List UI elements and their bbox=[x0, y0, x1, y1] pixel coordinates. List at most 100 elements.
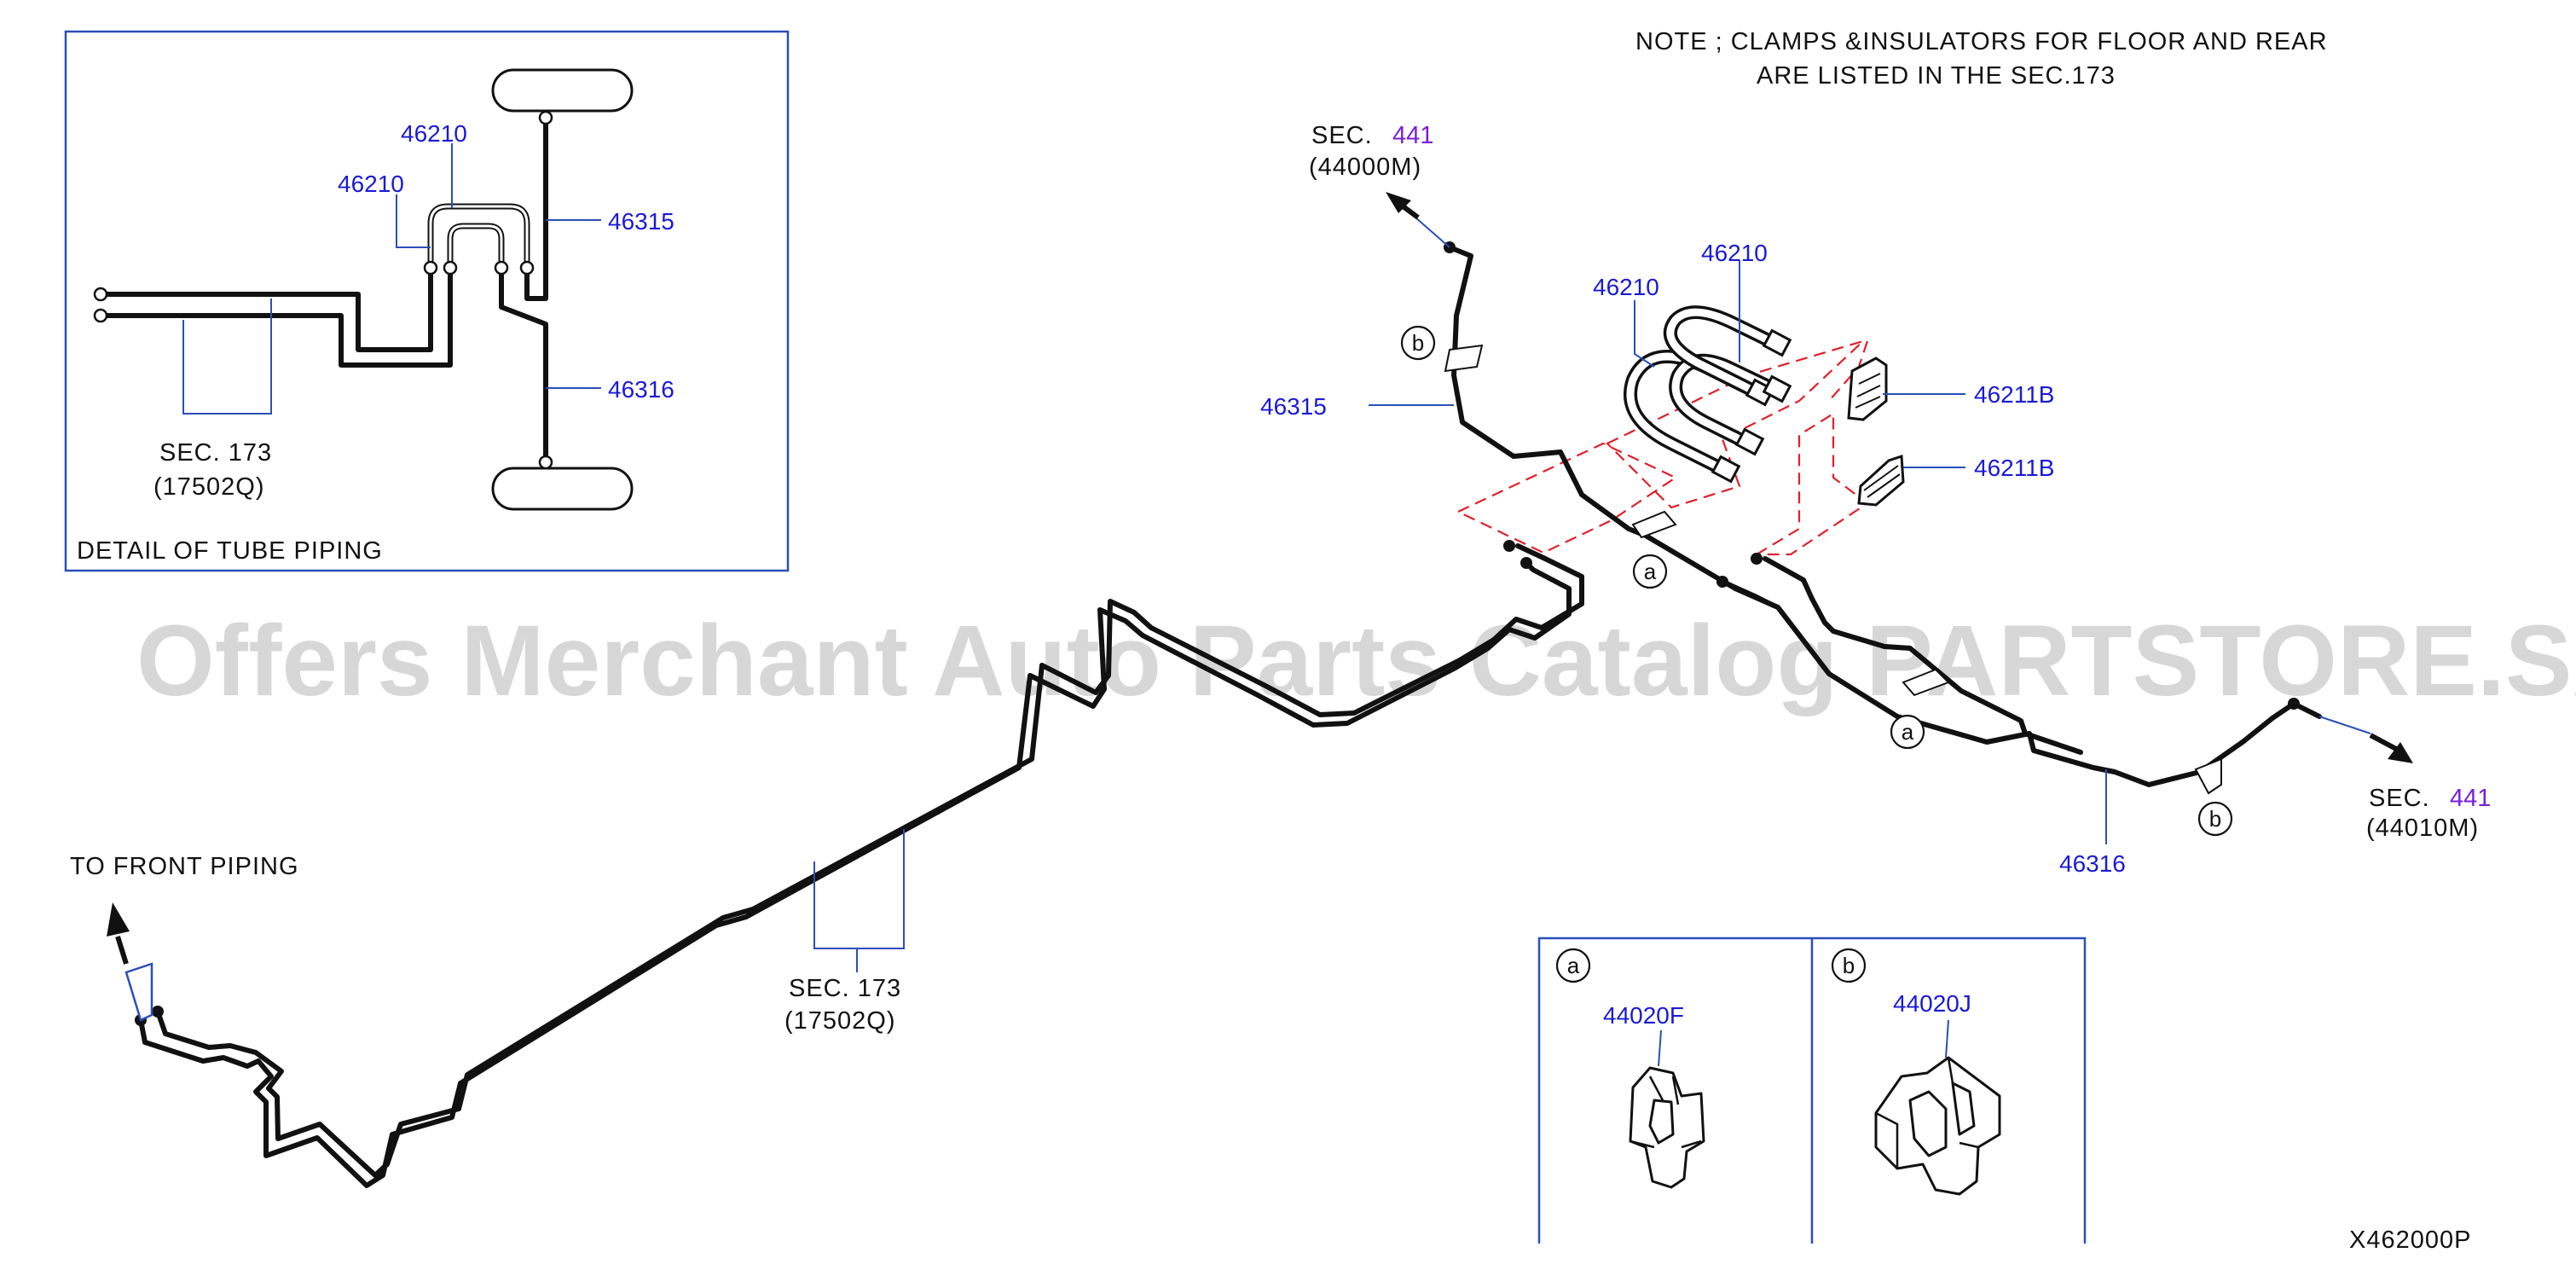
callout-b-top[interactable] bbox=[1400, 325, 1436, 361]
top-arrow-head bbox=[1386, 192, 1411, 213]
sec-441-top-code: (44000M) bbox=[1309, 154, 1421, 181]
u-tube-2-hi bbox=[1666, 308, 1775, 397]
clamp-pad-a-1 bbox=[1631, 510, 1677, 539]
callout-b-right[interactable] bbox=[2197, 801, 2233, 837]
detail-end-1 bbox=[93, 287, 108, 302]
u-tube-nut-4 bbox=[1762, 328, 1792, 357]
tank-top bbox=[491, 68, 634, 113]
red-outline-1 bbox=[1456, 442, 1678, 554]
detail-part-46210-a[interactable]: 46210 bbox=[401, 120, 467, 147]
main-pipe-stroke-2 bbox=[155, 543, 1584, 1178]
hose-right bbox=[2318, 716, 2371, 734]
bracket-46211b-bottom bbox=[1857, 454, 1905, 507]
detail-joint-3 bbox=[494, 260, 509, 275]
clip-a-circle bbox=[1555, 948, 1591, 983]
detail-sec-code: (17502Q) bbox=[153, 473, 265, 501]
detail-box: 46210 46210 46315 46316 SEC. 173 (17502Q… bbox=[64, 30, 790, 572]
detail-end-2 bbox=[93, 308, 108, 323]
watermark: Offers Merchant Auto Parts Catalog PARTS… bbox=[136, 605, 2576, 717]
clip-b-circle bbox=[1831, 948, 1867, 983]
detail-pipe-2 bbox=[98, 262, 453, 368]
clip-44020j-drawing bbox=[1874, 1056, 2001, 1196]
detail-sec-label[interactable]: SEC. 173 bbox=[159, 439, 272, 467]
bracket-46211b-top-lines bbox=[1855, 373, 1881, 409]
part-46210-left[interactable]: 46210 bbox=[1593, 274, 1659, 300]
right-arrow-head bbox=[2388, 742, 2413, 763]
clip-b-part[interactable]: 44020J bbox=[1893, 990, 1971, 1017]
detail-part-46316[interactable]: 46316 bbox=[608, 376, 674, 403]
u-tube-nut-5 bbox=[1762, 374, 1792, 403]
front-piping-label[interactable]: TO FRONT PIPING bbox=[70, 853, 299, 880]
sec-441-right-label: SEC. bbox=[2369, 785, 2430, 812]
callout-b-right-text: b bbox=[2209, 806, 2221, 832]
pipe-joint-d bbox=[2288, 698, 2300, 710]
callout-a-1[interactable] bbox=[1632, 554, 1668, 589]
clip-a-letter: a bbox=[1567, 953, 1580, 978]
mid-sec-label[interactable]: SEC. 173 bbox=[789, 975, 901, 1002]
red-outline-2 bbox=[1606, 339, 1864, 509]
main-pipe-end-2 bbox=[1503, 540, 1515, 552]
front-piping-connector: TO FRONT PIPING bbox=[70, 853, 299, 1022]
u-tube-parts bbox=[1624, 305, 1792, 484]
main-pipe-end-1 bbox=[1520, 557, 1532, 569]
detail-u-fitting-inner-hi bbox=[449, 224, 503, 264]
pipe-46316 bbox=[1763, 556, 2083, 755]
bracket-parts bbox=[1847, 357, 1905, 507]
clamp-pad-b-right bbox=[2194, 757, 2222, 795]
part-46211b-bottom[interactable]: 46211B bbox=[1974, 455, 2054, 481]
mid-sec-code: (17502Q) bbox=[784, 1007, 896, 1035]
bracket-46211b-bottom-lines bbox=[1863, 465, 1901, 498]
main-double-pipe bbox=[135, 540, 1584, 1188]
detail-tank-joint-top bbox=[538, 110, 553, 125]
clip-a-part[interactable]: 44020F bbox=[1603, 1002, 1684, 1029]
note-line-1: NOTE ; CLAMPS &INSULATORS FOR FLOOR AND … bbox=[1635, 28, 2328, 55]
part-46210-top[interactable]: 46210 bbox=[1701, 240, 1768, 266]
detail-u-fitting-inner bbox=[447, 223, 505, 264]
detail-joint-2 bbox=[443, 260, 458, 275]
front-arrow-shaft bbox=[115, 936, 129, 965]
red-outline-3 bbox=[1753, 412, 1869, 556]
sec-441-top-num[interactable]: 441 bbox=[1392, 122, 1433, 149]
part-46211b-top[interactable]: 46211B bbox=[1974, 381, 2054, 408]
detail-leader-sec173 bbox=[182, 299, 272, 415]
detail-part-46210-b[interactable]: 46210 bbox=[338, 171, 404, 197]
callout-b-top-text: b bbox=[1412, 330, 1424, 356]
clip-b-leader bbox=[1945, 1019, 1949, 1058]
hose-top bbox=[1415, 217, 1450, 248]
right-pipe-assembly bbox=[1386, 192, 2413, 795]
pipe-joint-a bbox=[1751, 553, 1763, 565]
sec-441-right-code: (44010M) bbox=[2366, 815, 2479, 842]
mid-sec173-leader bbox=[813, 829, 905, 949]
detail-pipe-3 bbox=[524, 115, 548, 301]
detail-u-fitting-outer bbox=[427, 203, 530, 264]
u-tube-inner-1-hi bbox=[1671, 357, 1775, 448]
tank-bottom bbox=[491, 467, 634, 511]
clip-panel: a b 44020F 44020J bbox=[1537, 937, 2087, 1244]
bracket-46211b-top bbox=[1847, 357, 1888, 421]
sec-441-right-num[interactable]: 441 bbox=[2450, 785, 2491, 812]
detail-pipe-4 bbox=[499, 262, 548, 463]
clip-44020f-drawing bbox=[1629, 1066, 1705, 1189]
part-46316[interactable]: 46316 bbox=[2059, 850, 2126, 877]
callout-a-1-text: a bbox=[1644, 559, 1657, 584]
detail-part-46315[interactable]: 46315 bbox=[608, 208, 674, 235]
detail-tank-joint-bottom bbox=[538, 455, 553, 470]
front-arrow-head bbox=[107, 902, 130, 937]
callout-a-2[interactable] bbox=[1890, 714, 1925, 750]
note-line-2: ARE LISTED IN THE SEC.173 bbox=[1757, 62, 2116, 90]
detail-caption: DETAIL OF TUBE PIPING bbox=[77, 537, 383, 565]
u-tube-nut-2 bbox=[1734, 427, 1765, 456]
clip-b-letter: b bbox=[1843, 953, 1855, 978]
detail-joint-4 bbox=[519, 260, 535, 275]
detail-joint-1 bbox=[423, 260, 438, 275]
sec-441-top-label: SEC. bbox=[1311, 122, 1373, 149]
leader-46210-left bbox=[1634, 300, 1655, 368]
part-46315[interactable]: 46315 bbox=[1260, 393, 1327, 420]
clamp-pad-b-top bbox=[1444, 344, 1484, 373]
diagram-code: X462000P bbox=[2349, 1227, 2471, 1254]
clip-a-leader bbox=[1658, 1029, 1662, 1067]
callout-a-2-text: a bbox=[1902, 719, 1914, 745]
pipe-joint-b bbox=[1716, 576, 1728, 588]
